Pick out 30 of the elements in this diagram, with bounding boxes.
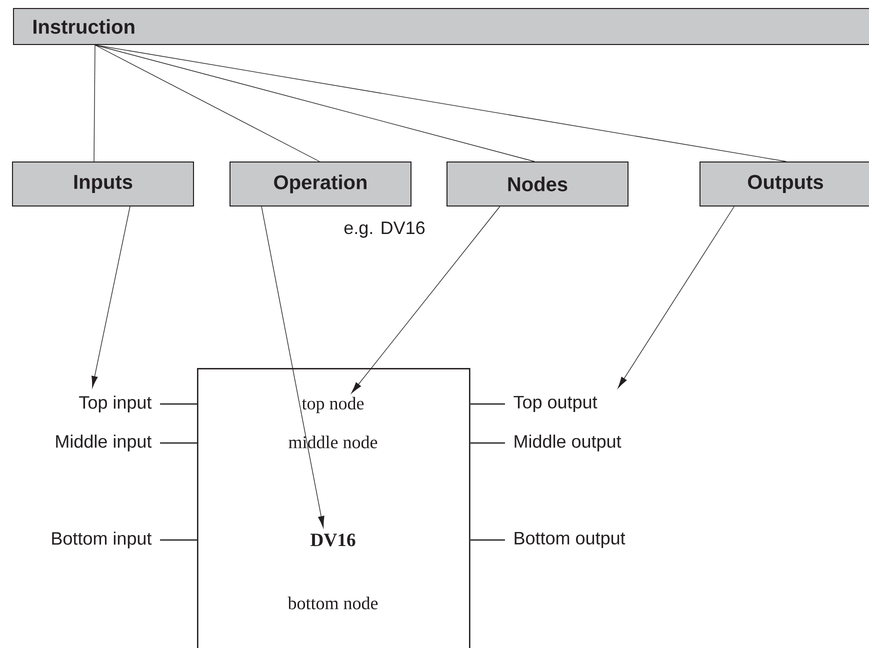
pin-label: Bottom input	[52, 532, 152, 548]
block-text: bottom node	[288, 596, 378, 610]
arrow	[351, 206, 500, 394]
pin-label: Bottom output	[514, 532, 626, 548]
arrow	[618, 206, 734, 388]
pin-label: Middle output	[514, 434, 622, 452]
title-bar: Instruction	[13, 8, 869, 45]
connector-line	[94, 44, 786, 162]
connector-line	[94, 44, 96, 162]
block-text: top node	[302, 396, 364, 414]
connector-line	[94, 44, 535, 162]
pin-line	[470, 539, 505, 541]
arrow	[261, 206, 324, 528]
pin-line	[160, 539, 197, 541]
category-box: Outputs	[700, 162, 869, 206]
pin-line	[470, 403, 505, 405]
pin-label: Top output	[514, 396, 598, 412]
block-text: DV16	[310, 534, 356, 546]
pin-label: Middle input	[56, 434, 152, 452]
arrow	[92, 206, 130, 388]
category-box: Inputs	[12, 162, 194, 206]
category-box: Nodes	[446, 162, 628, 206]
note-text: e.g. DV16	[344, 221, 425, 238]
block-box	[197, 368, 470, 648]
connector-line	[94, 44, 320, 162]
pin-line	[470, 442, 505, 444]
category-box: Operation	[230, 162, 412, 206]
pin-line	[160, 403, 197, 405]
pin-label: Top input	[79, 396, 152, 412]
pin-line	[160, 442, 197, 444]
